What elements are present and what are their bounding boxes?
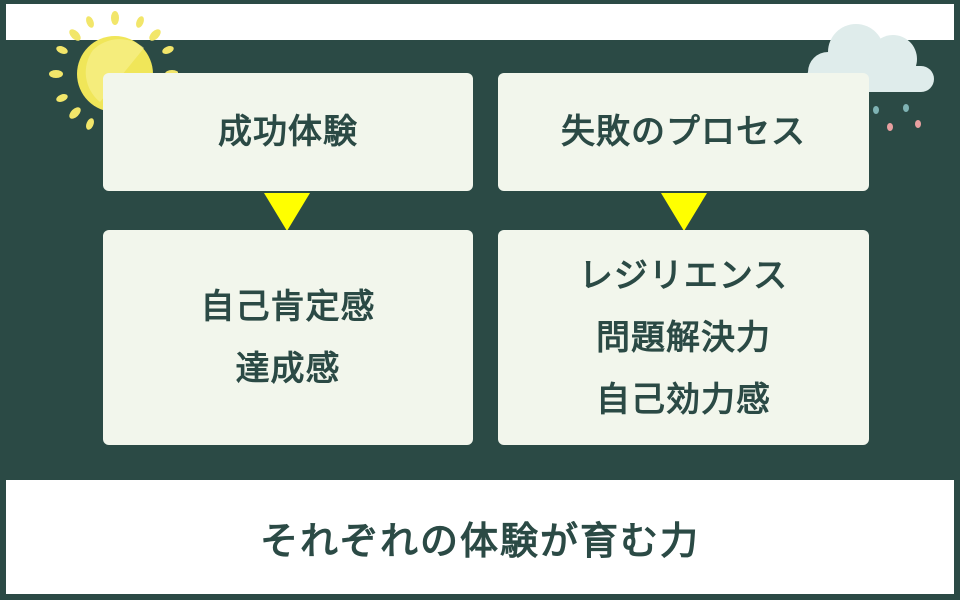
footer-caption: それぞれの体験が育む力 (259, 518, 700, 563)
outcome-self-esteem: 自己肯定感 (200, 286, 376, 327)
footer-caption-panel: それぞれの体験が育む力 (6, 480, 954, 594)
down-arrow-right (661, 193, 707, 231)
outcome-problem-solving: 問題解決力 (596, 317, 771, 358)
failure-process-label: 失敗のプロセス (561, 112, 806, 152)
top-strip (6, 4, 954, 40)
success-outcomes-box: 自己肯定感 達成感 (103, 230, 473, 445)
success-experience-box: 成功体験 (103, 73, 473, 191)
success-experience-label: 成功体験 (218, 112, 358, 152)
outcome-self-efficacy: 自己効力感 (596, 379, 771, 420)
failure-outcomes-box: レジリエンス 問題解決力 自己効力感 (498, 230, 869, 445)
outcome-resilience: レジリエンス (578, 255, 789, 296)
failure-process-box: 失敗のプロセス (498, 73, 869, 191)
down-arrow-left (264, 193, 310, 231)
outcome-achievement: 達成感 (235, 348, 341, 389)
